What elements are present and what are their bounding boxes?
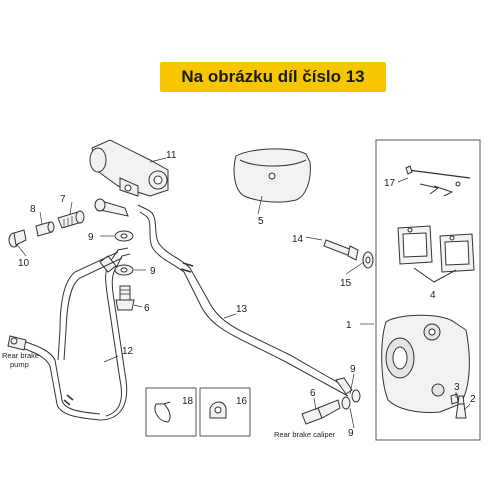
left-hose-line — [57, 251, 123, 361]
label-6-b: 6 — [310, 388, 316, 399]
label-16: 16 — [236, 396, 248, 407]
label-14: 14 — [292, 234, 304, 245]
label-13: 13 — [236, 304, 248, 315]
part-1-caliper — [381, 314, 470, 413]
label-12: 12 — [122, 346, 134, 357]
label-9-d: 9 — [348, 428, 354, 439]
part-18-clip — [154, 401, 171, 423]
part-number-banner: Na obrázku díl číslo 13 — [160, 62, 386, 92]
label-9-a: 9 — [88, 232, 94, 243]
label-10: 10 — [18, 258, 30, 269]
part-11-fitting — [89, 139, 169, 217]
caption-rear-brake-pump-line1: Rear brake — [2, 351, 39, 360]
part-17-pin — [405, 165, 471, 197]
label-15: 15 — [340, 278, 352, 289]
part-7-bolt — [57, 210, 85, 229]
label-6-a: 6 — [144, 303, 150, 314]
part-6-bolt-upper — [115, 285, 135, 311]
washer-9-caliper-1 — [341, 396, 351, 410]
label-3: 3 — [454, 382, 460, 393]
leader-4 — [413, 267, 457, 283]
part-14-bolt — [323, 239, 359, 261]
part-6-bolt-lower — [301, 399, 341, 425]
part-10-nipple — [8, 229, 27, 248]
label-18: 18 — [182, 396, 194, 407]
label-4: 4 — [430, 290, 436, 301]
part-4-brake-pads — [397, 225, 475, 273]
part-13-brake-line — [137, 204, 353, 397]
part-3-cap — [450, 393, 459, 405]
part-8-nut — [35, 221, 55, 237]
box-16 — [199, 387, 251, 437]
leader-lines — [17, 157, 471, 429]
part-5-reservoir-cover — [233, 148, 311, 203]
washer-9-caliper-2 — [351, 389, 361, 403]
part-2-bleeder — [455, 395, 467, 419]
box-18 — [145, 387, 197, 437]
label-8: 8 — [30, 204, 36, 215]
part-12-hose — [7, 247, 131, 421]
label-11: 11 — [166, 150, 177, 161]
label-9-c: 9 — [350, 364, 356, 375]
caption-rear-brake-caliper: Rear brake caliper — [274, 430, 336, 439]
label-9-b: 9 — [150, 266, 156, 277]
caption-rear-brake-pump-line2: pump — [10, 360, 29, 369]
label-7: 7 — [60, 194, 66, 205]
label-5: 5 — [258, 216, 264, 227]
label-1: 1 — [346, 320, 352, 331]
part-16-clamp — [209, 401, 227, 419]
label-2: 2 — [470, 394, 476, 405]
caliper-group-frame — [375, 139, 481, 441]
label-17: 17 — [384, 178, 396, 189]
